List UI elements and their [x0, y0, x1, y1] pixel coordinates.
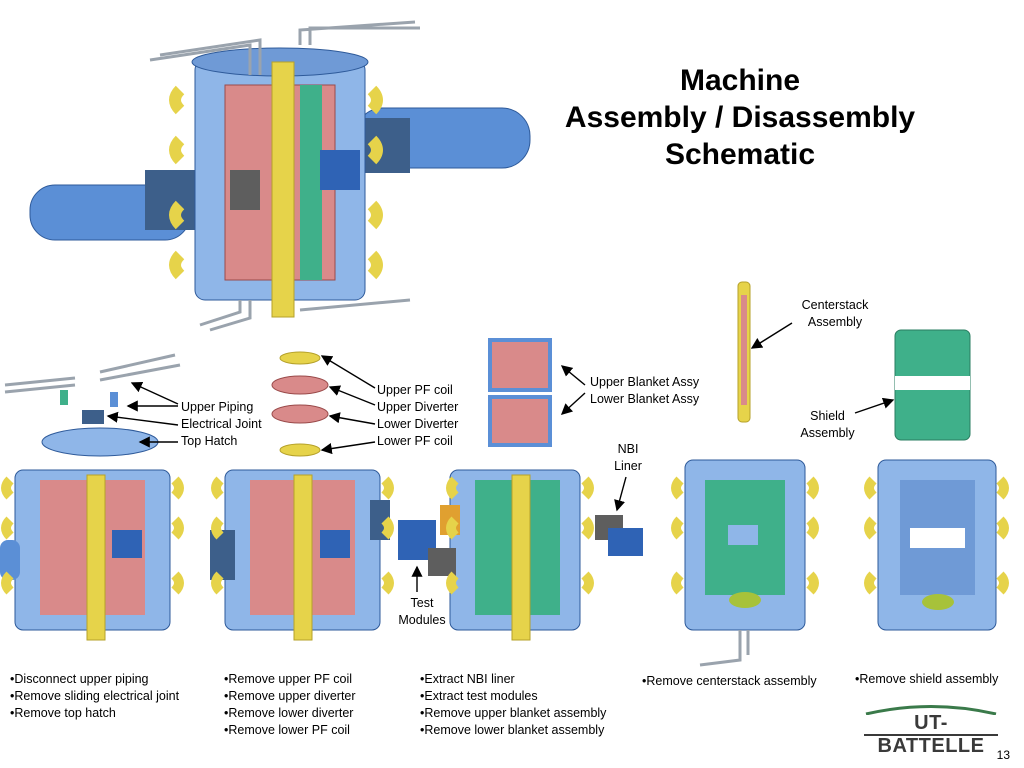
step3-illustration — [398, 338, 643, 641]
label-centerstack-line-1: Centerstack — [801, 298, 869, 312]
step-item: Extract NBI liner — [420, 671, 606, 688]
label-centerstack-assembly: Centerstack Assembly — [790, 297, 880, 331]
label-upper-diverter: Upper Diverter — [377, 400, 459, 414]
steps-group-4: Remove centerstack assembly — [642, 673, 816, 690]
label-upper-piping: Upper Piping — [181, 400, 254, 414]
step-item: Remove lower diverter — [224, 705, 356, 722]
step4-illustration — [671, 281, 819, 667]
label-electrical-joint: Electrical Joint — [181, 417, 262, 431]
title-line-3: Schematic — [664, 138, 816, 171]
step2-illustration — [210, 351, 394, 641]
label-nbi-liner-line-2: Liner — [614, 459, 642, 473]
logo-text: UT-BATTELLE — [877, 712, 985, 757]
step-item: Remove centerstack assembly — [642, 673, 816, 690]
logo-swoosh-icon — [865, 705, 997, 715]
step-item: Remove top hatch — [10, 705, 179, 722]
step-item: Disconnect upper piping — [10, 671, 179, 688]
label-shield-line-1: Shield — [810, 409, 845, 423]
title-line-1: Machine — [679, 64, 801, 97]
step-item: Remove lower PF coil — [224, 722, 356, 739]
step1-illustration — [0, 353, 184, 641]
main-machine-illustration — [29, 20, 531, 332]
label-test-modules: Test Modules — [392, 595, 452, 629]
logo-underline — [864, 734, 998, 736]
label-lower-blanket-assy: Lower Blanket Assy — [590, 392, 700, 406]
label-top-hatch: Top Hatch — [181, 434, 238, 448]
step-item: Remove upper diverter — [224, 688, 355, 705]
slide-title: Machine Assembly / Disassembly Schematic — [540, 62, 940, 173]
step-item: Extract test modules — [420, 688, 606, 705]
step5-illustration — [864, 329, 1009, 631]
step-item: Remove lower blanket assembly — [420, 722, 606, 739]
steps-group-3: Extract NBI liner Extract test modules R… — [420, 671, 606, 739]
label-nbi-liner: NBI Liner — [604, 441, 652, 475]
steps-group-5: Remove shield assembly — [855, 671, 998, 688]
steps-group-1: Disconnect upper piping Remove sliding e… — [10, 671, 179, 722]
step-item: Remove shield assembly — [855, 671, 998, 688]
label-shield-assembly: Shield Assembly — [790, 408, 865, 442]
label-upper-blanket-assy: Upper Blanket Assy — [590, 375, 700, 389]
step-item: Remove upper PF coil — [224, 671, 356, 688]
step-item: Remove sliding electrical joint — [10, 688, 179, 705]
ut-battelle-logo: UT-BATTELLE — [862, 703, 1000, 757]
page-number: 13 — [996, 748, 1010, 762]
title-line-2: Assembly / Disassembly — [564, 101, 916, 134]
step-item: Remove upper blanket assembly — [420, 705, 606, 722]
callout-arrows — [106, 322, 895, 592]
label-nbi-liner-line-1: NBI — [617, 442, 639, 456]
label-upper-pf-coil: Upper PF coil — [377, 383, 453, 397]
label-test-modules-line-1: Test — [410, 596, 434, 610]
label-lower-pf-coil: Lower PF coil — [377, 434, 453, 448]
label-lower-diverter: Lower Diverter — [377, 417, 459, 431]
label-shield-line-2: Assembly — [800, 426, 855, 440]
steps-group-2: Remove upper PF coil Remove upper divert… — [224, 671, 356, 739]
label-centerstack-line-2: Assembly — [807, 315, 863, 329]
label-test-modules-line-2: Modules — [398, 613, 446, 627]
